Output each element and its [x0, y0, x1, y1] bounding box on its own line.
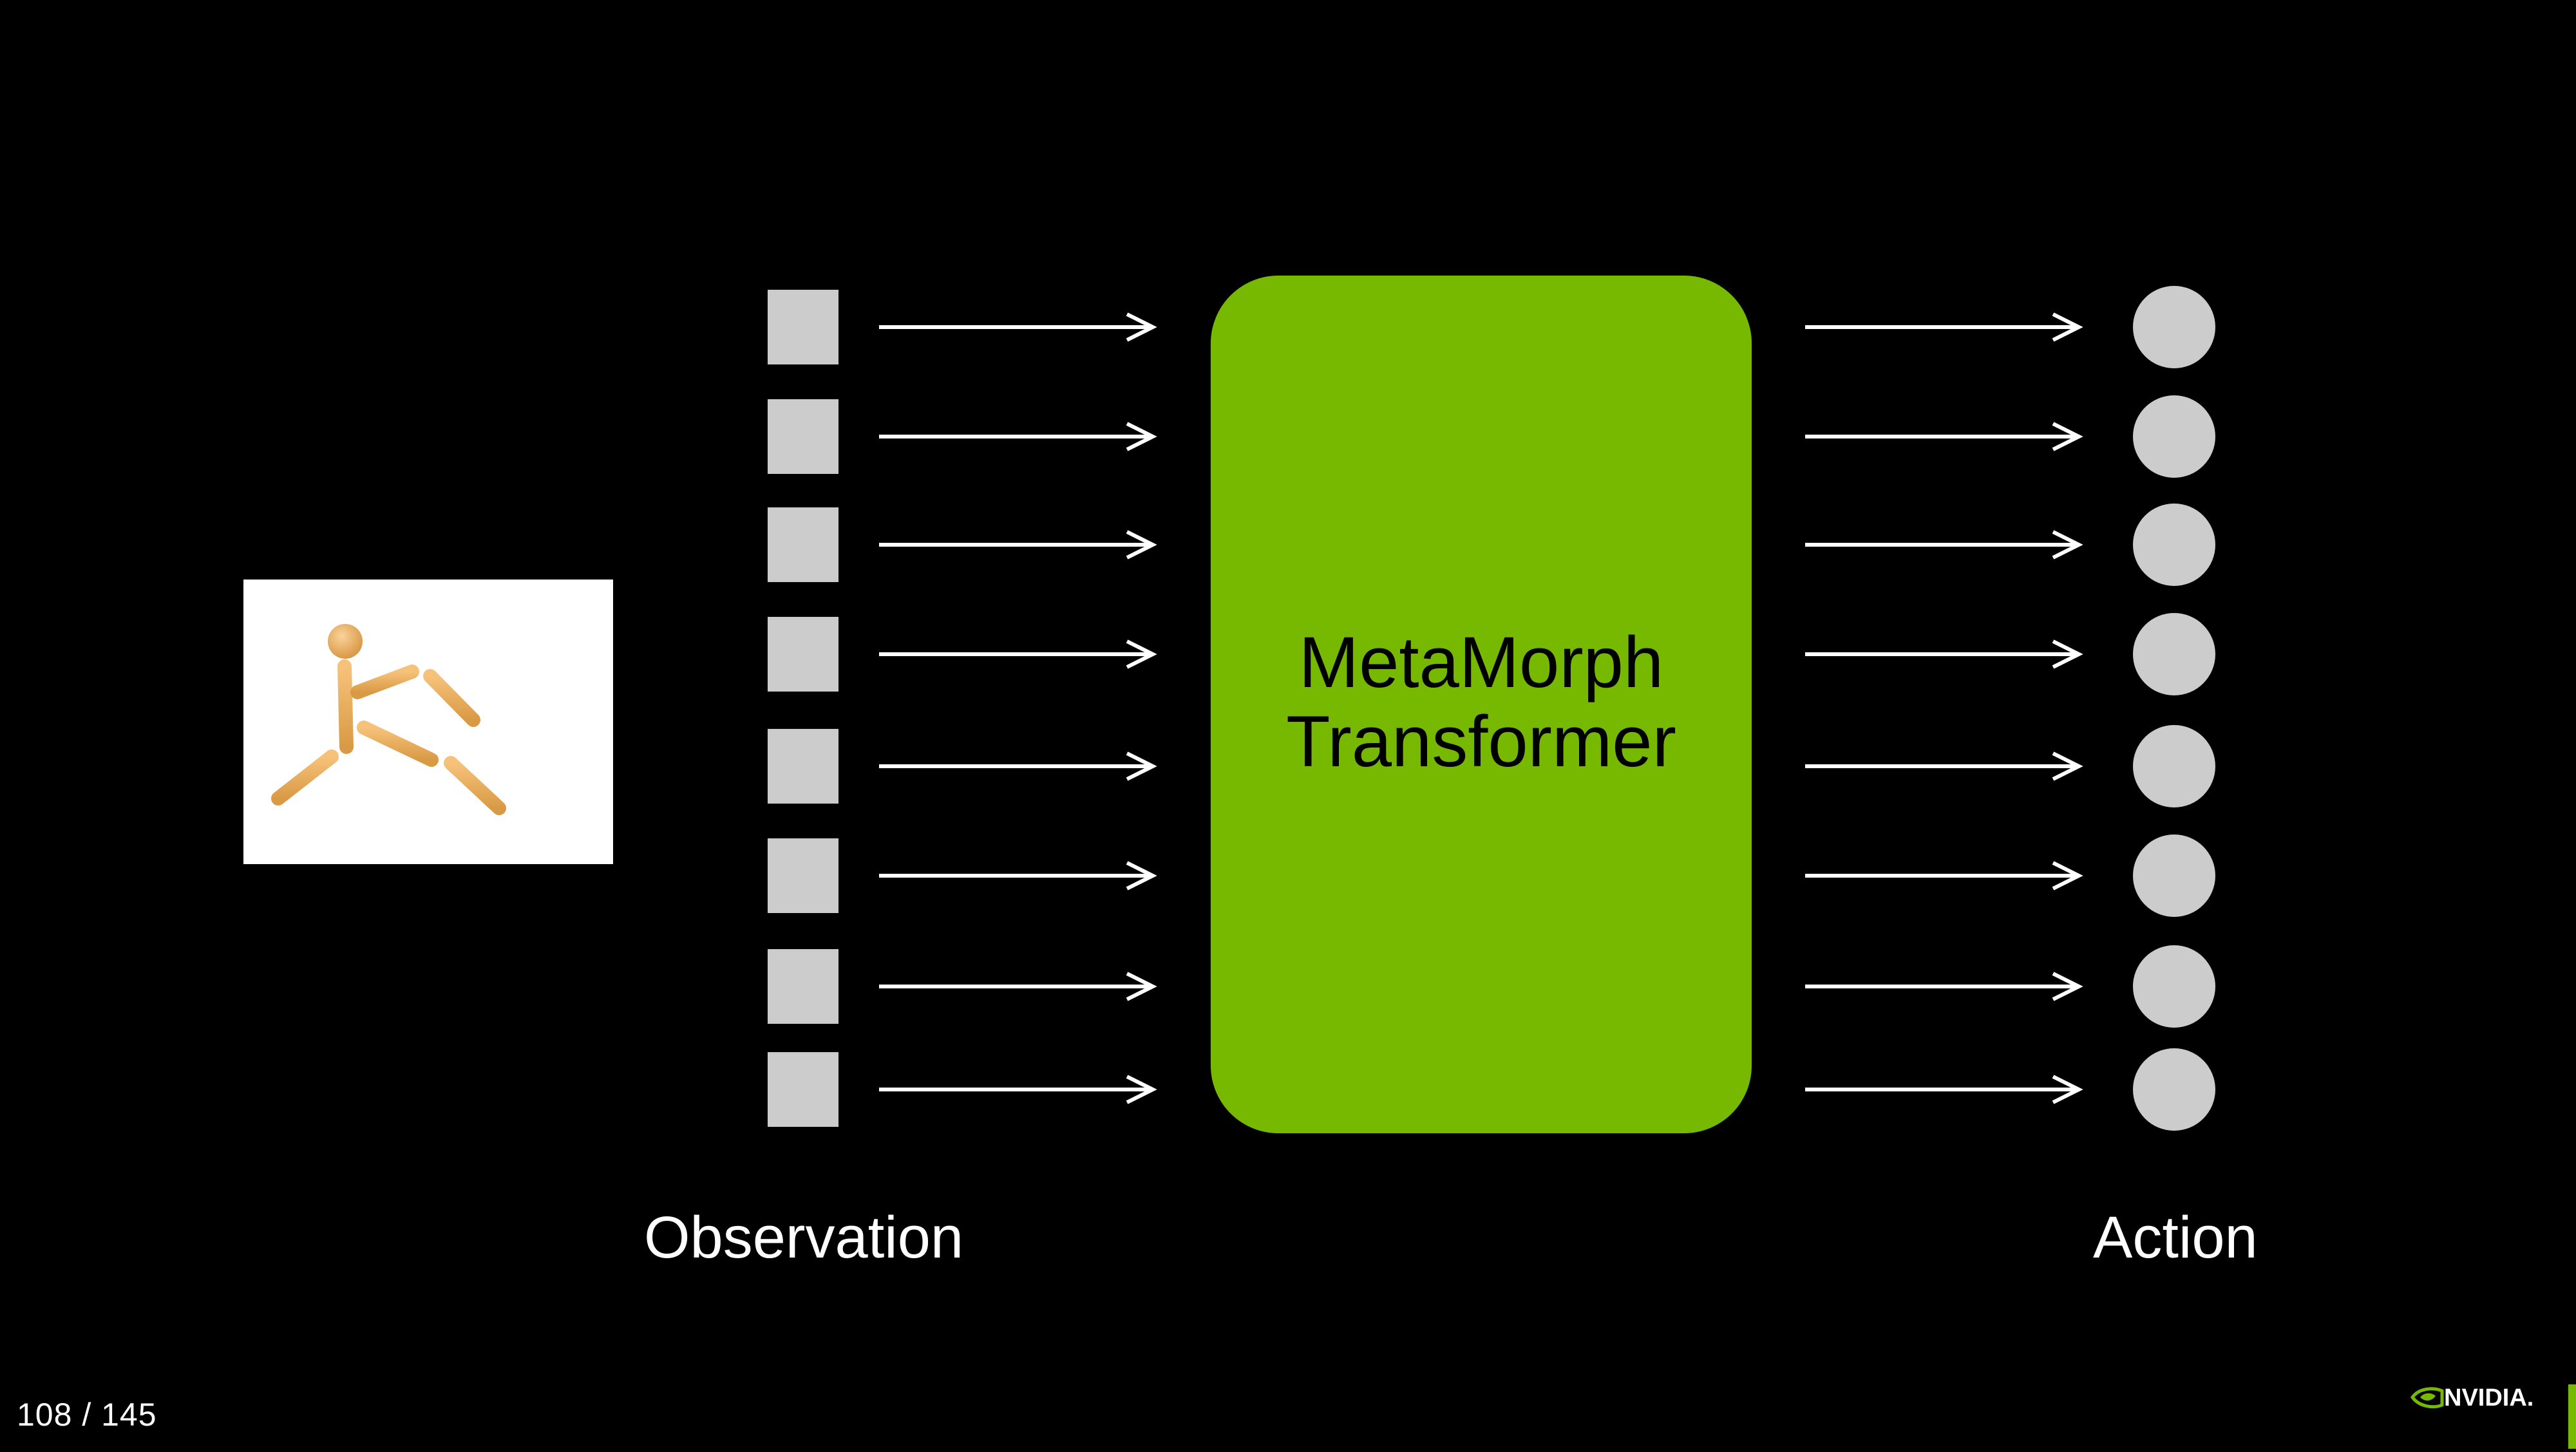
output-arrow: [1805, 861, 2083, 891]
action-token: [2133, 725, 2215, 807]
output-arrow: [1805, 972, 2083, 1001]
observation-token: [768, 507, 838, 582]
input-arrow: [879, 422, 1157, 451]
robot-head: [328, 624, 363, 659]
input-arrows: [879, 312, 1157, 1104]
page-counter: 108 / 145: [17, 1397, 157, 1433]
input-arrow: [879, 1075, 1157, 1104]
observation-label: Observation: [644, 1205, 964, 1270]
robot-lower-limb-2: [444, 756, 506, 815]
robot-upper-limb-2: [423, 669, 480, 727]
input-arrow: [879, 530, 1157, 560]
nvidia-logo-wordmark: NVIDIA.: [2444, 1384, 2534, 1411]
transformer-label-line1: MetaMorph: [1299, 622, 1663, 702]
robot-back-limb: [271, 750, 339, 806]
action-token: [2133, 504, 2215, 586]
observation-token: [768, 617, 838, 692]
nvidia-logo-icon: [2410, 1387, 2444, 1409]
output-arrow: [1805, 751, 2083, 781]
output-arrow: [1805, 639, 2083, 669]
action-token: [2133, 395, 2215, 478]
observation-token: [768, 838, 838, 913]
output-arrows: [1805, 312, 2083, 1104]
transformer-box: [1211, 276, 1752, 1133]
input-arrow: [879, 312, 1157, 342]
observation-token: [768, 1052, 838, 1127]
observation-token: [768, 949, 838, 1024]
action-token: [2133, 613, 2215, 695]
output-arrow: [1805, 530, 2083, 560]
action-token: [2133, 834, 2215, 917]
output-arrow: [1805, 1075, 2083, 1104]
observation-token: [768, 290, 838, 364]
action-tokens: [2133, 286, 2215, 1131]
action-label: Action: [2093, 1205, 2258, 1270]
robot-upper-limb-1: [350, 665, 419, 699]
input-arrow: [879, 861, 1157, 891]
robot-morphology-image: [243, 580, 613, 864]
input-arrow: [879, 972, 1157, 1001]
transformer-label-line2: Transformer: [1286, 701, 1676, 782]
output-arrow: [1805, 422, 2083, 451]
observation-token: [768, 399, 838, 474]
action-token: [2133, 1048, 2215, 1131]
robot-lower-limb-1: [357, 721, 439, 767]
action-token: [2133, 286, 2215, 368]
output-arrow: [1805, 312, 2083, 342]
action-token: [2133, 945, 2215, 1028]
accent-bar: [2568, 1384, 2576, 1449]
robot-torso: [337, 659, 354, 754]
observation-token: [768, 729, 838, 804]
robot-image-background: [243, 580, 613, 864]
observation-tokens: [768, 290, 838, 1127]
input-arrow: [879, 639, 1157, 669]
input-arrow: [879, 751, 1157, 781]
